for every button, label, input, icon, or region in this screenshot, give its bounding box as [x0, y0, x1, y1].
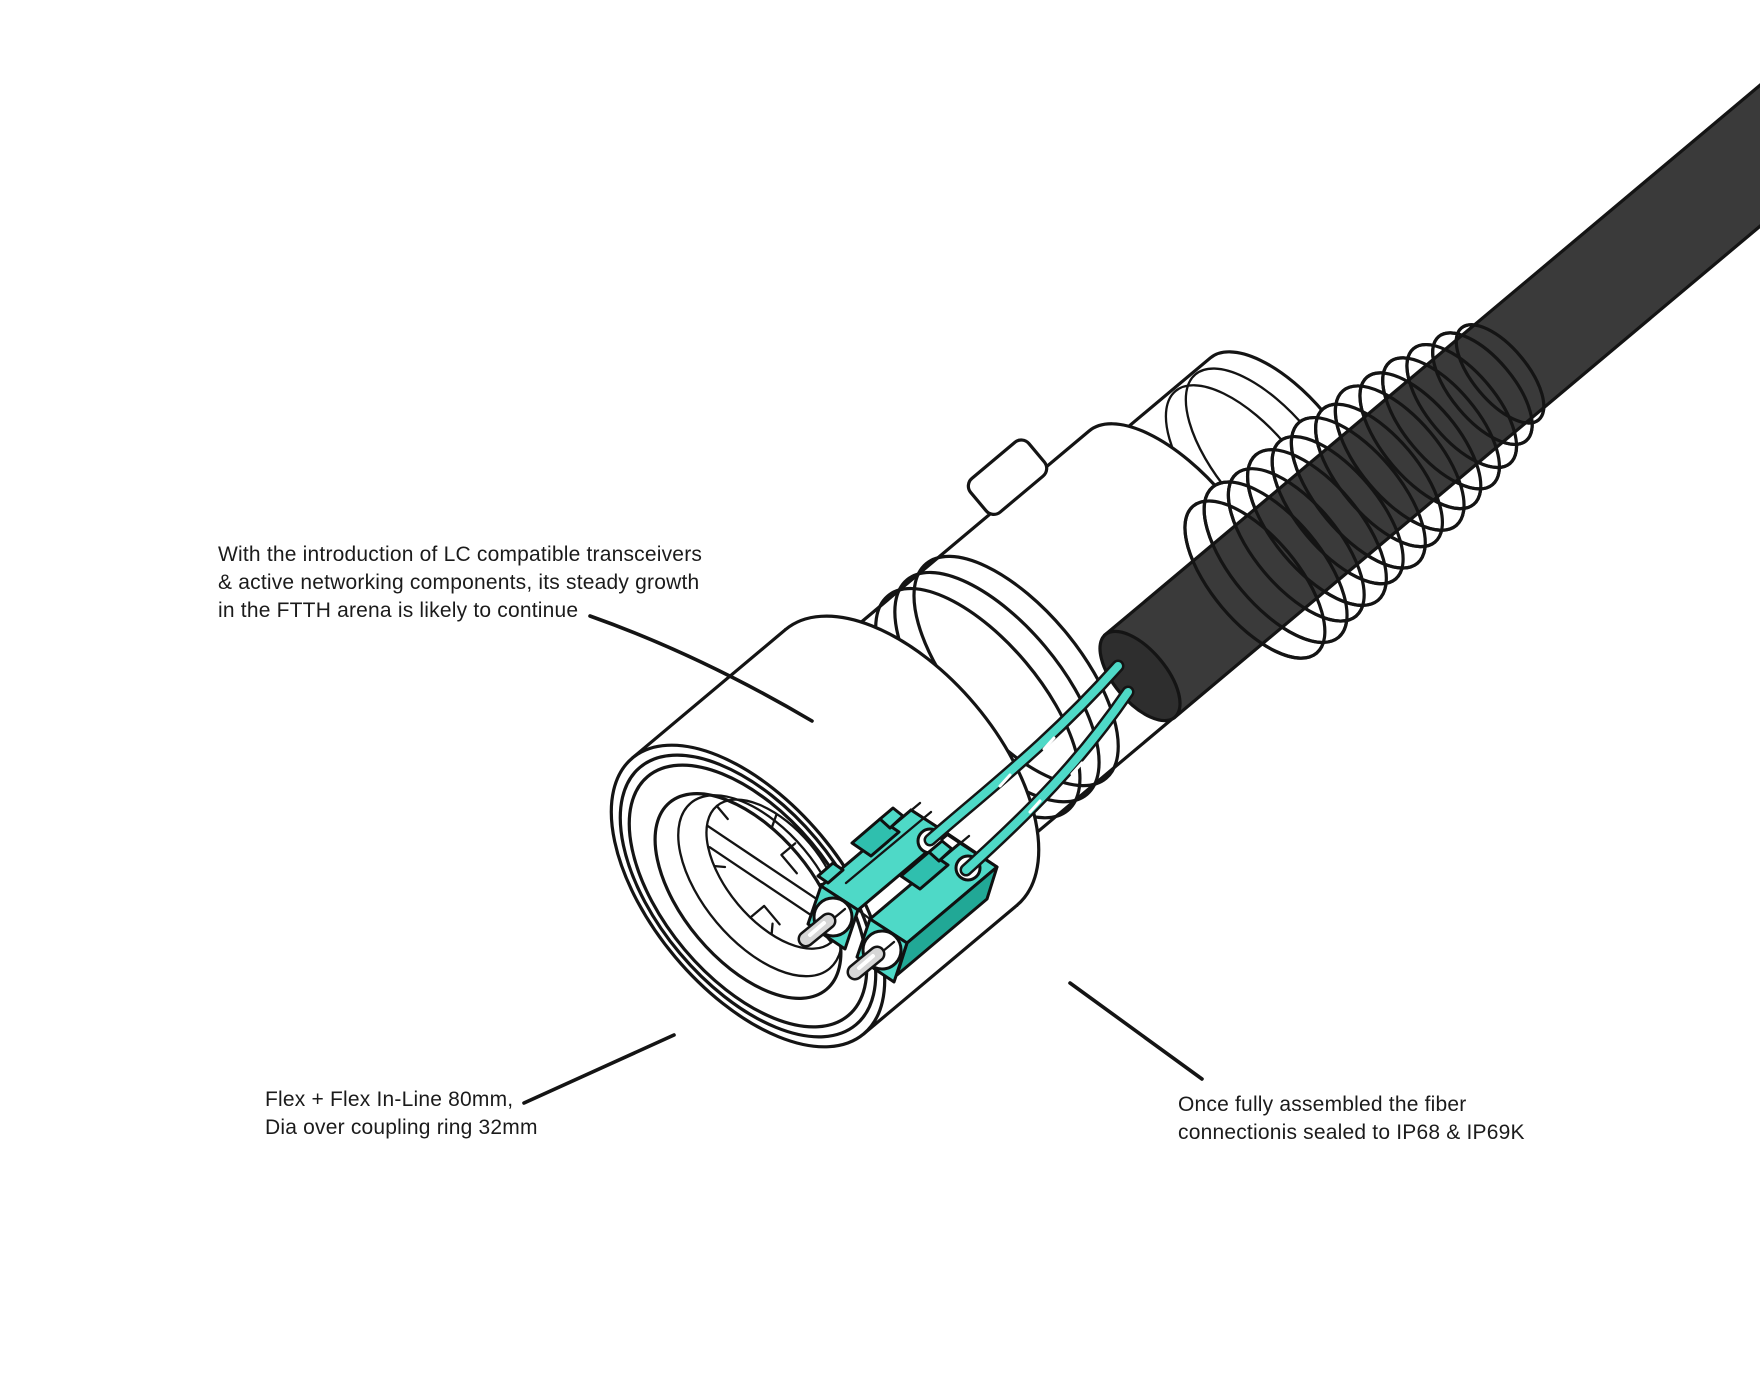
front-rim-ring [618, 753, 878, 1039]
note-intro-line2: & active networking components, its stea… [218, 571, 700, 594]
connector-body [609, 350, 1370, 1049]
lc-latch [850, 817, 901, 858]
ferrule-pins [797, 912, 886, 981]
note-dimensions-line1: Flex + Flex In-Line 80mm, [265, 1088, 514, 1111]
note-intro-line1: With the introduction of LC compatible t… [218, 543, 703, 566]
front-rim-ring [627, 763, 869, 1029]
fiber-strand [926, 662, 1122, 844]
leader-line-intro [588, 614, 814, 723]
lc-seam [856, 908, 872, 921]
note-sealing: Once fully assembled the fiber connectio… [1178, 1091, 1525, 1147]
note-intro: With the introduction of LC compatible t… [218, 541, 702, 625]
fiber-strand [962, 688, 1132, 874]
leader-line-sealing [1068, 981, 1204, 1081]
note-sealing-line1: Once fully assembled the fiber [1178, 1093, 1467, 1116]
lc-latch-tip [927, 839, 954, 863]
note-dimensions-line2: Dia over coupling ring 32mm [265, 1116, 538, 1139]
lc-latch-tip [878, 806, 905, 830]
note-dimensions: Flex + Flex In-Line 80mm, Dia over coupl… [265, 1086, 538, 1142]
fiber-strands [923, 659, 1135, 877]
lc-plate-key [816, 861, 845, 885]
front-opening [653, 792, 843, 1000]
inner-keyed-barrel [677, 794, 844, 978]
leader-line-dimensions [522, 1033, 676, 1105]
note-intro-line3: in the FTTH arena is likely to continue [218, 599, 579, 622]
lc-latch [899, 850, 950, 891]
latch-tab-top [966, 438, 1049, 516]
note-sealing-line2: connectionis sealed to IP68 & IP69K [1178, 1121, 1525, 1144]
cable [1098, 0, 1760, 723]
boot-ring-outlines [1183, 323, 1546, 660]
lc-ridge [844, 810, 933, 885]
